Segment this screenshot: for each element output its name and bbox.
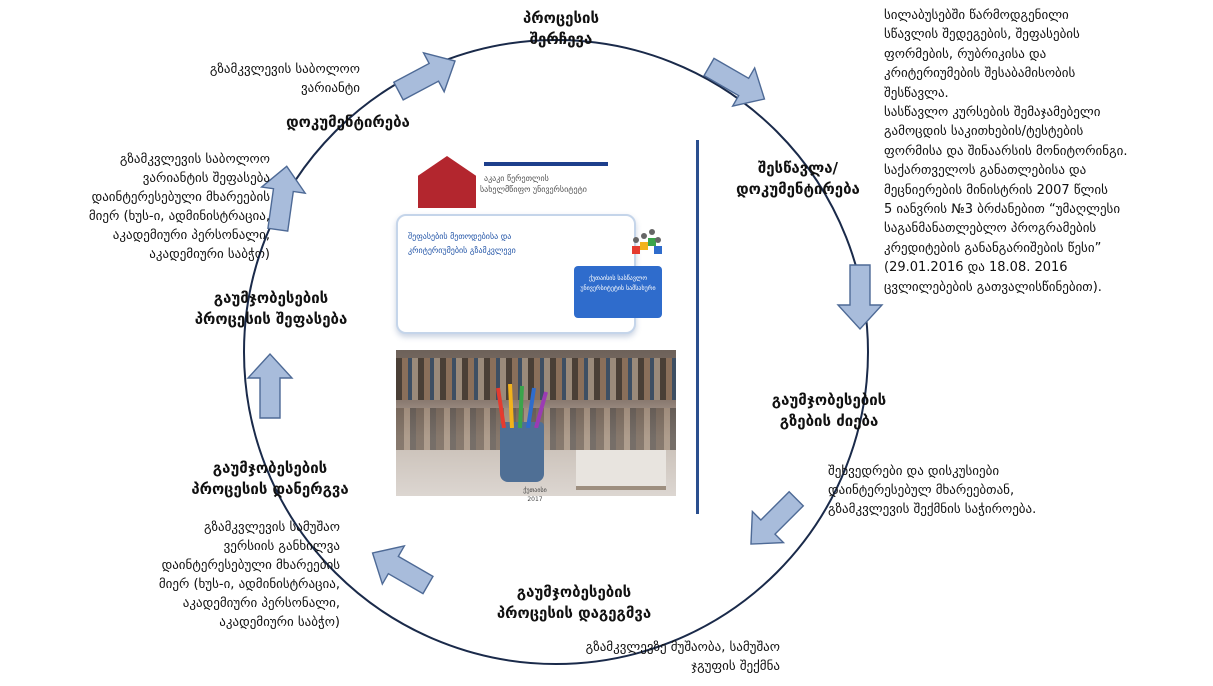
desc-line: გზამკვლევის შექმნის საჭიროება. [828,502,1037,517]
people-puzzle-icon [632,229,662,254]
desc-line: გზამკვლევის საბოლოო [119,152,270,167]
stage-left-lower-line1: გაუმჯობესების [212,459,328,477]
desc-left-upper: გზამკვლევის საბოლოო ვარიანტის შეფასება დ… [40,150,270,264]
desc-line: ვარიანტი [301,81,360,96]
stage-study-documentation: შესწავლა/ დოკუმენტირება [728,158,868,200]
cover-divider-line [696,140,699,514]
desc-right-lower: შეხვედრები და დისკუსიები დაინტერესებულ მ… [828,462,1128,519]
desc-line: სწავლის შედეგების, შეფასების [884,27,1080,43]
desc-line: კრედიტების განანგარიშების წესი” [884,240,1102,256]
cover-photo-library [396,350,676,496]
stage-left-upper-line1: გაუმჯობესების [213,289,329,307]
cover-title-line2: კრიტერიუმების გზამკვლევი [408,246,516,255]
cover-blue-label: ქუთაისის სასწავლო უნივერსიტეტის სამსახურ… [574,266,662,318]
desc-line: სასწავლო კურსების შემაჯამებელი [884,105,1101,121]
desc-line: (29.01.2016 და 18.08. 2016 [884,260,1068,276]
desc-line: გზამკვლევზე მუშაობა, სამუშაო [585,640,780,655]
arrow-right [836,264,884,331]
desc-line: გზამკვლევის სამუშაო [203,520,340,535]
university-name-line2: სახელმწიფო უნივერსიტეტი [480,185,587,194]
stage-top-line2: შერჩევა [529,30,593,48]
desc-right-upper: სილაბუსებში წარმოდგენილი სწავლის შედეგებ… [884,6,1204,297]
desc-line: შესწავლა. [884,85,949,101]
university-logo [418,156,476,208]
stage-top-left-label: დოკუმენტირება [286,113,410,131]
desc-line: კრიტერიუმების შესაბამისობის [884,66,1076,82]
desc-line: გზამკვლევის საბოლოო [209,62,360,77]
stage-improvement-evaluation: გაუმჯობესების პროცესის შეფასება [176,288,366,330]
arrow-left [246,352,294,419]
arrow-top-right [703,57,766,108]
stage-right-lower-line2: გზების ძიება [779,412,879,430]
stage-top-line1: პროცესის [522,9,600,27]
colored-pencils-icon [496,384,548,428]
pencil-cup [500,422,544,482]
stage-left-lower-line2: პროცესის დანერგვა [191,480,349,498]
desc-line: საგანმანათლებლო პროგრამების [884,221,1097,237]
stage-left-upper-line2: პროცესის შეფასება [194,310,348,328]
desc-top-left: გზამკვლევის საბოლოო ვარიანტი [150,60,360,98]
stage-improvement-planning: გაუმჯობესების პროცესის დაგეგმვა [474,582,674,624]
stage-right-upper-line2: დოკუმენტირება [736,180,860,198]
stage-process-selection: პროცესის შერჩევა [516,8,606,50]
desc-left-lower: გზამკვლევის სამუშაო ვერსიის განხილვა დაი… [110,518,340,632]
arrow-bottom-right [750,490,805,545]
desc-line: დაინტერესებული მხარეების [91,190,270,205]
desc-line: სილაბუსებში წარმოდგენილი [884,8,1069,23]
desc-line: ფორმების, რუბრიკისა და [884,46,1047,62]
desc-line: აკადემიური საბჭო) [149,247,270,262]
desc-line: ჯგუფის შექმნა [691,659,780,674]
desc-line: ფორმისა და შინაარსის მონიტორინგი. [884,143,1128,159]
stage-bottom-line1: გაუმჯობესების [516,583,632,601]
desc-line: საქართველოს განათლებისა და [884,163,1087,179]
stage-right-lower-line1: გაუმჯობესების [771,391,887,409]
open-book [576,450,666,490]
stage-search-improvement: გაუმჯობესების გზების ძიება [754,390,904,432]
desc-bottom: გზამკვლევზე მუშაობა, სამუშაო ჯგუფის შექმ… [500,638,780,676]
stage-bottom-line2: პროცესის დაგეგმვა [496,604,652,622]
desc-line: აკადემიური პერსონალი, [182,596,340,611]
arrow-top-left [392,51,456,101]
desc-line: შეხვედრები და დისკუსიები [828,464,1000,479]
desc-line: მეცნიერების მინისტრის 2007 წლის [884,182,1108,198]
desc-line: ცვლილებების გათვალისწინებით). [884,279,1102,295]
desc-line: 5 იანვრის №3 ბრძანებით “უმაღლესი [884,202,1121,218]
desc-line: გამოცდის საკითხების/ტესტების [884,124,1084,140]
desc-line: მიერ (ხუს-ი, ადმინისტრაცია, [158,577,340,592]
stage-improvement-implementation: გაუმჯობესების პროცესის დანერგვა [175,458,365,500]
desc-line: ვერსიის განხილვა [223,539,340,554]
stage-documentation: დოკუმენტირება [268,112,428,133]
guide-cover-image: აკაკი წერეთლის სახელმწიფო უნივერსიტეტი შ… [372,140,699,514]
cover-footer: ქუთაისი 2017 [523,487,547,503]
university-name-line1: აკაკი წერეთლის [484,174,549,183]
desc-line: მიერ (ხუს-ი, ადმინისტრაცია, [88,209,270,224]
desc-line: აკადემიური საბჭო) [219,615,340,630]
desc-line: ვარიანტის შეფასება [142,171,270,186]
desc-line: დაინტერესებულ მხარეებთან, [828,483,1015,498]
bookshelf-row [396,358,676,400]
desc-line: დაინტერესებული მხარეების [161,558,340,573]
logo-bar [484,162,608,166]
arrow-upper-left [259,165,307,232]
cycle-circle [243,39,869,665]
arrow-bottom-left [371,544,434,595]
desc-line: აკადემიური პერსონალი, [112,228,270,243]
stage-right-upper-line1: შესწავლა/ [757,159,839,177]
cover-title-line1: შეფასების მეთოდებისა და [408,232,512,241]
